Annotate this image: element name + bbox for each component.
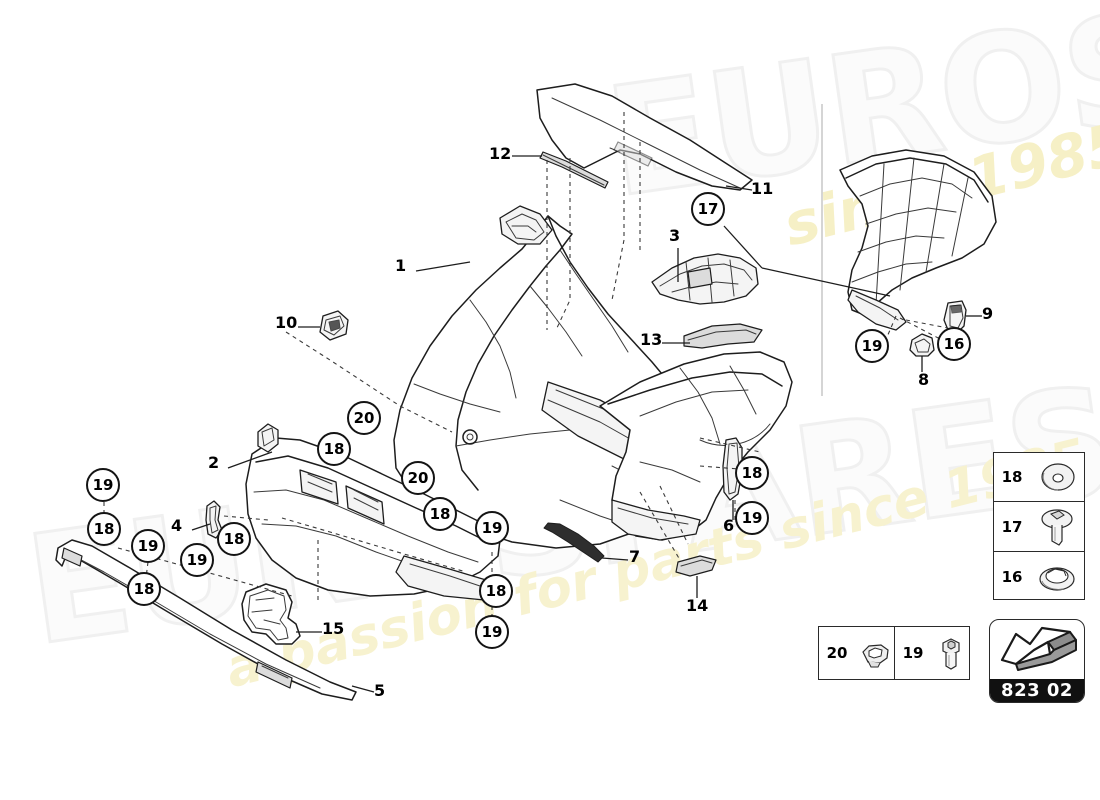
callout-label-7: 7 xyxy=(629,547,641,566)
part-12-strip xyxy=(539,151,609,189)
part-15-retainer xyxy=(241,583,301,645)
callout-label-2: 2 xyxy=(208,453,220,472)
part-group-badge: 823 02 xyxy=(989,619,1085,703)
callout-label-14: 14 xyxy=(686,596,709,615)
legend-box-fasteners-right: 18 17 16 xyxy=(993,452,1085,600)
callout-bubble-17: 17 xyxy=(691,192,725,226)
legend-item-20: 20 xyxy=(819,627,895,679)
callout-bubble-19: 19 xyxy=(735,501,769,535)
callout-bubble-18: 18 xyxy=(735,456,769,490)
part-13-trim xyxy=(683,323,763,349)
legend-item-17-number: 17 xyxy=(1001,517,1023,536)
washer-disc-icon xyxy=(1030,453,1084,501)
callout-label-9: 9 xyxy=(982,304,994,323)
callout-bubble-18: 18 xyxy=(127,572,161,606)
legend-item-17: 17 xyxy=(994,502,1084,552)
fender-panel xyxy=(599,351,793,541)
callout-bubble-19: 19 xyxy=(475,511,509,545)
hex-bolt-icon xyxy=(931,627,971,679)
callout-bubble-19: 19 xyxy=(475,615,509,649)
callout-bubble-20: 20 xyxy=(401,461,435,495)
legend-item-19-number: 19 xyxy=(902,644,924,662)
part-3-bracket xyxy=(651,253,759,305)
legend-item-20-number: 20 xyxy=(826,644,848,662)
leader-lines xyxy=(191,155,982,693)
legend-box-fasteners-bottom: 20 19 xyxy=(818,626,970,680)
callout-label-1: 1 xyxy=(395,256,407,275)
callout-label-13: 13 xyxy=(640,330,663,349)
callout-bubble-16: 16 xyxy=(937,327,971,361)
flange-nut-icon xyxy=(855,627,895,679)
right-inner-panel xyxy=(839,149,997,331)
part-14-pad xyxy=(675,555,717,577)
legend-item-18: 18 xyxy=(994,453,1084,502)
bonnet-hood-icon xyxy=(990,620,1084,679)
callout-label-3: 3 xyxy=(669,226,681,245)
legend-item-19: 19 xyxy=(895,627,971,679)
part-2-bumper xyxy=(245,423,501,601)
callout-label-10: 10 xyxy=(275,313,298,332)
callout-bubble-18: 18 xyxy=(217,522,251,556)
part-10-clip xyxy=(319,310,349,341)
part-8-clip xyxy=(909,333,935,357)
legend-item-16: 16 xyxy=(994,552,1084,601)
callout-bubble-18: 18 xyxy=(423,497,457,531)
part-11-trim xyxy=(536,83,753,191)
legend-item-18-number: 18 xyxy=(1001,468,1023,486)
part-7-seal xyxy=(543,522,605,563)
callout-label-11: 11 xyxy=(751,179,774,198)
callout-label-8: 8 xyxy=(918,370,930,389)
callout-label-5: 5 xyxy=(374,681,386,700)
callout-label-6: 6 xyxy=(723,516,735,535)
callout-label-15: 15 xyxy=(322,619,345,638)
callout-bubble-19: 19 xyxy=(86,468,120,502)
callout-bubble-19: 19 xyxy=(855,329,889,363)
callout-label-4: 4 xyxy=(171,516,183,535)
grommet-clip-icon xyxy=(1030,552,1084,601)
legend-item-16-number: 16 xyxy=(1001,567,1023,586)
push-rivet-icon xyxy=(1030,502,1084,551)
callout-bubble-20: 20 xyxy=(347,401,381,435)
callout-bubble-19: 19 xyxy=(131,529,165,563)
callout-bubble-19: 19 xyxy=(180,543,214,577)
callout-label-12: 12 xyxy=(489,144,512,163)
callout-bubble-18: 18 xyxy=(317,432,351,466)
callout-bubble-18: 18 xyxy=(479,574,513,608)
callout-bubble-18: 18 xyxy=(87,512,121,546)
part-group-number: 823 02 xyxy=(990,679,1084,702)
